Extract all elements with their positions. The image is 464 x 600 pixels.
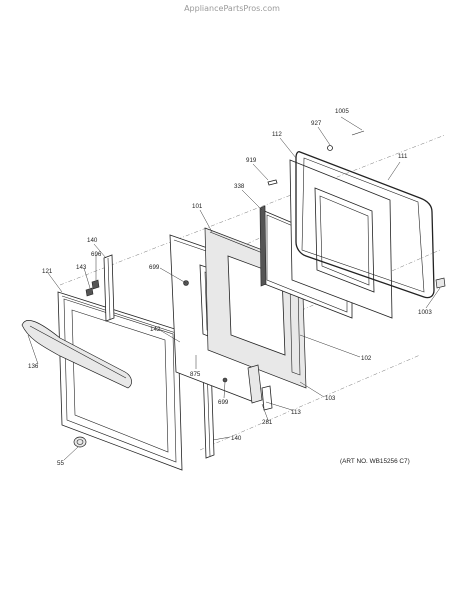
callout-143: 143	[76, 264, 87, 271]
callout-1005: 1005	[335, 108, 349, 115]
callout-927: 927	[311, 120, 322, 127]
callout-55: 55	[57, 460, 64, 467]
watermark: AppliancePartsPros.com	[184, 4, 280, 13]
callout-699-upper: 699	[149, 264, 160, 271]
callout-111: 111	[398, 153, 408, 160]
callout-338: 338	[234, 183, 245, 190]
hinge-bracket-upper	[103, 254, 115, 322]
door-handle	[21, 320, 132, 389]
callout-136: 136	[28, 363, 39, 370]
callout-102: 102	[361, 355, 372, 362]
callout-696: 696	[91, 251, 102, 258]
foot	[73, 436, 87, 448]
callout-699-lower: 699	[218, 399, 229, 406]
inner-liner-frame	[289, 159, 393, 319]
callout-113: 113	[291, 409, 301, 416]
art-number: (ART NO. WB15256 C7)	[340, 458, 410, 465]
callout-112: 112	[272, 131, 282, 138]
callout-121: 121	[42, 268, 53, 275]
leader-lines	[27, 116, 441, 461]
callout-140-upper: 140	[87, 237, 98, 244]
callout-140-lower: 140	[231, 435, 242, 442]
callout-875: 875	[190, 371, 201, 378]
callout-101: 101	[192, 203, 203, 210]
door-gasket	[295, 151, 435, 299]
callout-103: 103	[325, 395, 336, 402]
clip-parts	[85, 279, 100, 297]
callout-919: 919	[246, 157, 257, 164]
callout-labels: 1005 927 112 111 919 338 101 140 696 143…	[28, 108, 432, 467]
callout-142: 142	[150, 326, 161, 333]
callout-1003: 1003	[418, 309, 432, 316]
side-strip	[247, 364, 273, 411]
fasteners	[183, 130, 446, 383]
callout-281: 281	[262, 419, 273, 426]
